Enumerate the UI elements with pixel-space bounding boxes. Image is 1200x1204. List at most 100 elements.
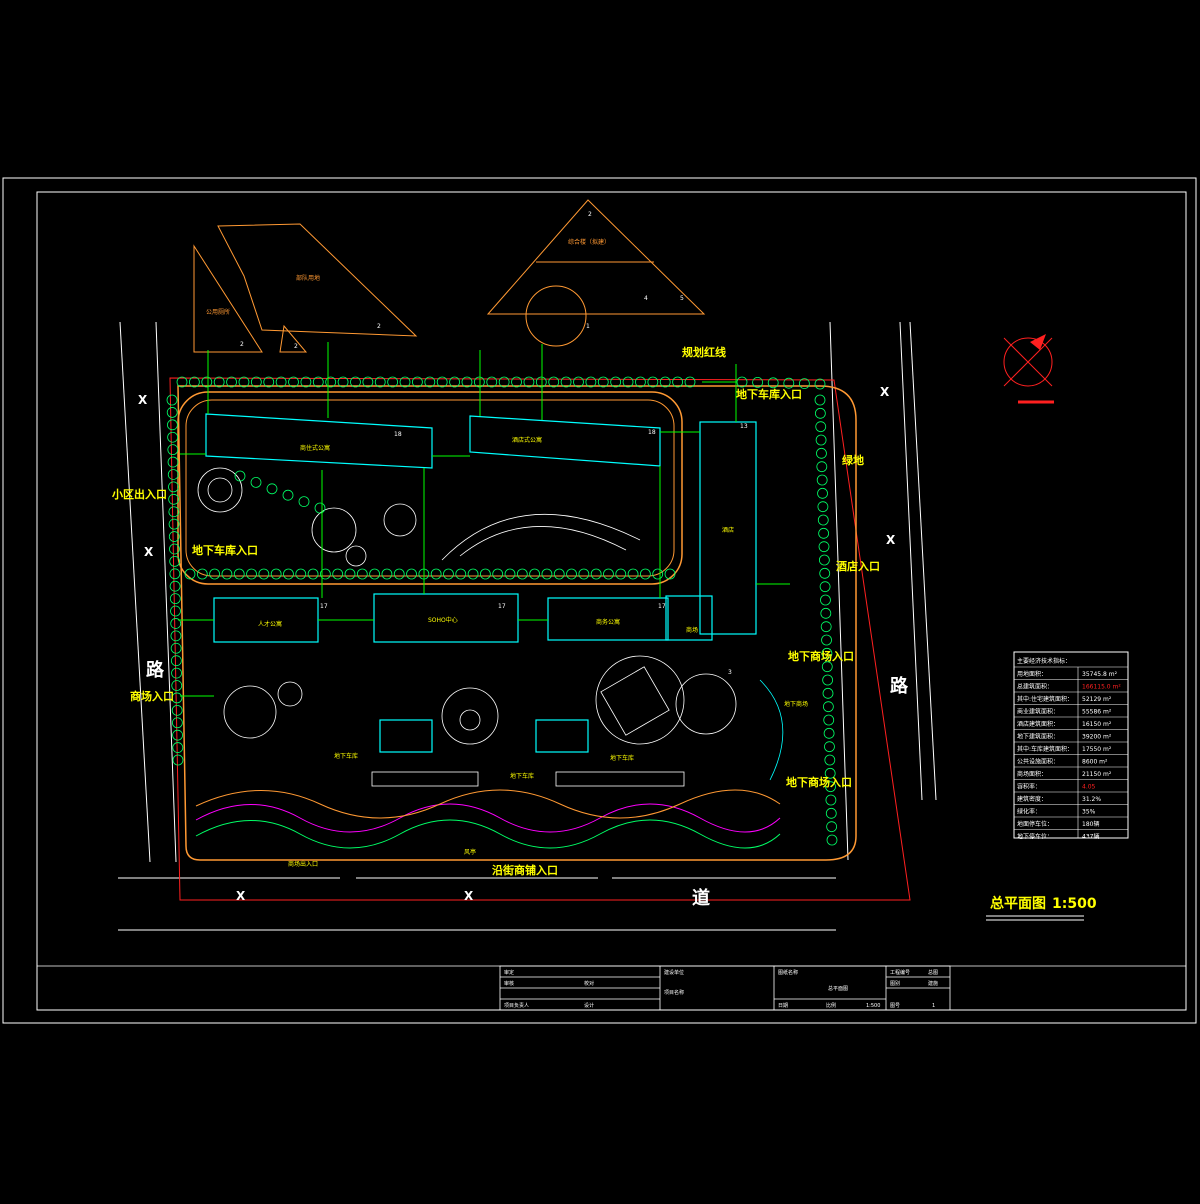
tree-symbol: [767, 377, 779, 389]
tree-symbol: [627, 568, 639, 580]
tree-symbol: [597, 376, 609, 388]
court-circle: [595, 655, 685, 745]
metrics-row-value: 437辆: [1082, 833, 1099, 841]
tree-symbol: [170, 618, 182, 629]
east-road-edge: [909, 321, 937, 801]
plaza-circle: [207, 477, 233, 503]
tree-symbol: [298, 496, 310, 508]
west-road-edge: [155, 321, 177, 863]
building-label: 商务公寓: [596, 618, 620, 626]
tree-symbol: [820, 594, 831, 606]
tree-symbol: [167, 469, 179, 480]
tree-symbol: [171, 704, 183, 716]
road-x-mark: X: [144, 545, 154, 559]
complex-building-label: 综合楼（拟建）: [568, 238, 610, 246]
east-road-name: 路: [890, 675, 909, 697]
tree-symbol: [170, 630, 182, 642]
title-block-cell: 审定: [504, 969, 514, 976]
tree-symbol: [467, 568, 479, 580]
bottom-label: 商场出入口: [288, 860, 318, 868]
tree-symbol: [820, 607, 832, 619]
tree-symbol: [492, 568, 504, 580]
tree-symbol: [168, 518, 180, 530]
tree-symbol: [170, 642, 182, 654]
north-arrow-head: [1030, 334, 1046, 350]
tennis-court: [600, 666, 670, 736]
wavy-bed: [195, 803, 781, 833]
tree-symbol: [350, 376, 361, 388]
floor-count: 17: [498, 603, 506, 610]
plaza-circle: [345, 545, 367, 567]
tree-symbol: [171, 692, 183, 704]
tree-symbol: [169, 543, 180, 555]
building-hotel: [699, 421, 757, 635]
tree-symbol: [226, 376, 237, 388]
tree-symbol: [325, 376, 337, 388]
outer-frame: [2, 177, 1197, 1024]
tree-symbol: [221, 568, 233, 580]
underground-box: [379, 719, 433, 753]
tree-symbol: [821, 647, 833, 659]
roads: [118, 321, 937, 931]
tree-symbol: [172, 742, 184, 753]
tree-symbol: [817, 501, 829, 513]
tree-symbol: [635, 376, 646, 388]
small-triangle-outline: [279, 324, 308, 353]
plaza-circle: [383, 503, 417, 537]
tree-symbol: [529, 568, 541, 580]
metrics-row-value: 8600 m²: [1082, 759, 1108, 766]
tree-symbol: [816, 447, 827, 459]
callout-planning-redline: 规划红线: [682, 345, 726, 359]
title-block-cell: 设计: [584, 1002, 594, 1009]
building-mall: [665, 595, 713, 641]
tree-symbol: [826, 821, 838, 833]
tree-symbol: [825, 807, 837, 819]
tree-symbol: [479, 568, 491, 580]
metrics-row-value: 39200 m²: [1082, 734, 1112, 741]
building-label: 人才公寓: [258, 620, 282, 628]
tree-symbol: [374, 376, 386, 388]
tree-symbol: [283, 568, 294, 580]
building-b2: [469, 415, 661, 467]
building-label: 商场: [686, 626, 698, 634]
tree-symbol: [168, 493, 180, 505]
title-block-cell: 1: [932, 1003, 935, 1009]
title-block-cell: 图别: [890, 980, 900, 987]
callout-street-shops: 沿街商铺入口: [492, 863, 558, 877]
plaza-circle: [197, 467, 243, 513]
tree-symbol: [541, 568, 553, 580]
title-block-cell: 建设单位: [664, 969, 684, 976]
east-road-edge: [899, 321, 923, 801]
tree-circle-large: [675, 673, 737, 735]
floor-count: 18: [394, 431, 402, 438]
metrics-row-label: 用地面积：: [1017, 670, 1047, 678]
metrics-row-value: 16150 m²: [1082, 721, 1112, 728]
tree-symbol: [387, 376, 399, 388]
tree-symbol: [263, 376, 275, 388]
tree-symbol: [585, 376, 597, 388]
north-arrow-circle: [1003, 337, 1053, 387]
tree-symbol: [167, 419, 178, 431]
tree-symbol: [449, 376, 460, 388]
tree-symbol: [171, 680, 183, 691]
tree-symbol: [825, 781, 836, 793]
metrics-row-label: 公共设施面积：: [1017, 758, 1059, 766]
courtyard-ring-road-inner: [185, 399, 675, 577]
tree-symbol: [603, 568, 614, 580]
complex-building-rotunda: [525, 285, 587, 347]
tree-symbol: [393, 568, 405, 580]
tree-symbol: [295, 568, 307, 580]
tree-symbol: [553, 568, 565, 580]
offsite-number: 2: [294, 343, 298, 350]
tree-symbol: [824, 741, 835, 753]
tree-symbol: [288, 376, 299, 388]
tree-symbol: [615, 568, 627, 580]
drawing-scale: 1:500: [1052, 896, 1097, 912]
tree-symbol: [166, 407, 178, 418]
tree-symbol: [167, 431, 179, 443]
metrics-row-value: 4.05: [1082, 784, 1096, 791]
tree-symbol: [169, 593, 181, 605]
tree-symbol: [167, 444, 179, 456]
military-land-outline: [217, 223, 418, 337]
